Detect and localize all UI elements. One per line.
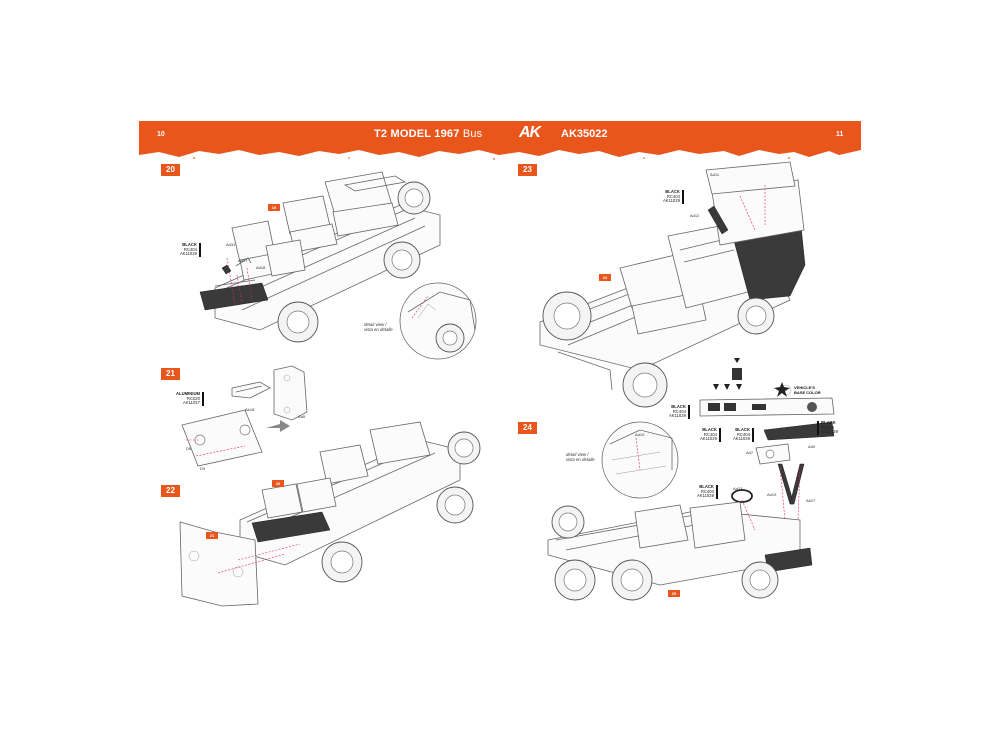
paint-code-ak: AK11029: [821, 429, 838, 435]
paint-callout-step20-black: BLACK RC404 AK11029: [180, 242, 201, 257]
part-label: Ad11: [710, 172, 720, 177]
paint-callout-step24-black-a: BLACK RC404 AK11029: [669, 404, 690, 419]
paint-code-ak: AK11029: [663, 198, 680, 204]
subassembly-tag-22: 22: [599, 274, 611, 281]
subassembly-tag-19: 19: [268, 204, 280, 211]
paint-code-ak: AK11029: [700, 436, 717, 442]
part-label: Ad19: [767, 492, 777, 497]
paint-code-rc: RC404: [703, 431, 717, 437]
paint-callout-step21-aluminium: ALUMINIUM RC020 AK11027: [176, 391, 204, 406]
paint-callout-step23-black: BLACK RC404 AK11029: [663, 189, 684, 204]
paint-name: BLACK: [735, 427, 750, 432]
part-label: Ad18: [256, 265, 266, 270]
step-23-badge: 23: [518, 164, 537, 176]
paint-callout-step24-black-d: BLACK RC404 AK11029: [817, 420, 838, 435]
page-title: T2 MODEL 1967 Bus: [374, 128, 482, 140]
step-22-badge: 22: [161, 485, 180, 497]
step-23-drawing: [539, 161, 806, 408]
paint-callout-step24-black-c: BLACK RC404 AK11029: [733, 427, 754, 442]
paint-code-ak: AK11029: [697, 493, 714, 499]
detail-view-caption-step24: detail view / vista en detalle: [566, 452, 595, 462]
detail-view-line1: detail view /: [364, 322, 387, 327]
subassembly-tag-20: 20: [272, 480, 284, 487]
paint-name: BLACK: [665, 189, 680, 194]
detail-view-line2: vista en detalle: [364, 327, 393, 332]
part-label: Ad31: [236, 284, 246, 289]
title-light: Bus: [462, 128, 483, 140]
part-label: Ab18: [245, 407, 255, 412]
paint-code-ak: AK11029: [733, 436, 750, 442]
base-color-note: VEHICLE'S BASE COLOR: [794, 385, 821, 395]
base-color-icon: [774, 382, 790, 397]
paint-code-rc: RC404: [821, 424, 835, 430]
step-21-badge: 21: [161, 368, 180, 380]
banner-torn-edge: [139, 146, 861, 160]
paint-name: BLACK: [182, 242, 197, 247]
title-main: T2 MODEL 1967: [374, 128, 460, 140]
paint-callout-step24-black-e: BLACK RC404 AK11029: [697, 484, 718, 499]
paint-code-rc: RC404: [183, 246, 197, 252]
product-code: AK35022: [561, 128, 608, 140]
paint-callout-step24-black-b: BLACK RC404 AK11029: [700, 427, 721, 442]
detail-view-line2: vista en detalle: [566, 457, 595, 462]
paint-code-rc: RC020: [186, 395, 200, 401]
part-label: D6: [186, 446, 192, 451]
step-22-drawing: [179, 421, 481, 607]
paint-code-ak: AK11029: [180, 251, 197, 257]
paint-code-rc: RC404: [736, 431, 750, 437]
paint-name: BLACK: [702, 427, 717, 432]
ak-logo: AK: [519, 124, 541, 141]
paint-code-rc: RC404: [672, 408, 686, 414]
base-color-line2: BASE COLOR: [794, 389, 821, 395]
detail-view-line1: detail view /: [566, 452, 589, 457]
paint-name: ALUMINIUM: [176, 391, 200, 396]
paint-code-ak: AK11029: [669, 413, 686, 419]
step-24-badge: 24: [518, 422, 537, 434]
part-label: Ad7: [746, 450, 754, 455]
part-label: Ad12: [690, 213, 700, 218]
paint-name: BLACK: [671, 404, 686, 409]
part-label: Ab27: [806, 498, 816, 503]
step-24-drawing: [547, 358, 835, 601]
step-20-drawing: [199, 171, 477, 360]
paint-code-rc: RC404: [666, 193, 680, 199]
part-label: Ad17: [238, 258, 248, 263]
paint-code-rc: RC404: [700, 488, 714, 494]
paint-name: BLACK: [821, 420, 836, 425]
part-label: Ad10: [635, 432, 645, 437]
base-color-line1: VEHICLE'S: [794, 385, 815, 390]
part-label: Ad13: [733, 486, 743, 491]
step-20-badge: 20: [161, 164, 180, 176]
header-banner: [139, 121, 861, 149]
paint-code-ak: AK11027: [183, 400, 200, 406]
part-label: Ad31: [226, 242, 236, 247]
paint-name: BLACK: [699, 484, 714, 489]
detail-view-caption-step20: detail view / vista en detalle: [364, 322, 393, 332]
page-number-left: 10: [157, 131, 165, 138]
step-21-drawing: [181, 365, 308, 467]
part-label: D9: [200, 466, 206, 471]
part-label: Aa5: [298, 414, 306, 419]
part-label: Ad9: [808, 444, 816, 449]
page-number-right: 11: [836, 131, 844, 138]
subassembly-tag-21: 21: [206, 532, 218, 539]
subassembly-tag-25: 25: [668, 590, 680, 597]
